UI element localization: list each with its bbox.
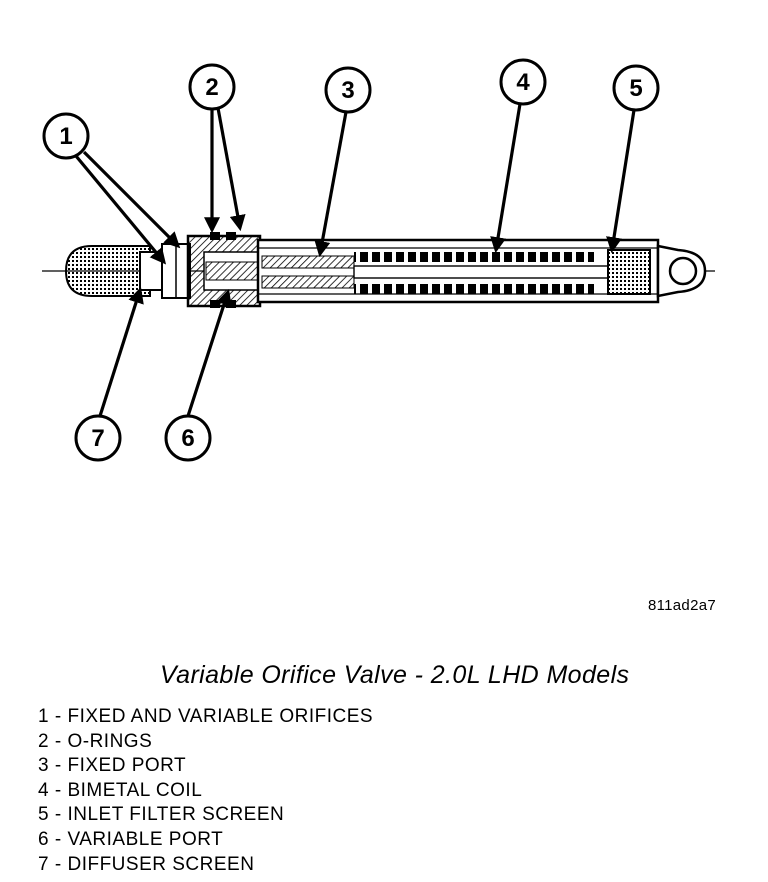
callout-7: 7 xyxy=(74,414,122,462)
callout-1: 1 xyxy=(42,112,90,160)
callout-4-number: 4 xyxy=(516,69,530,96)
callout-5-number: 5 xyxy=(629,75,642,102)
bimetal-coil-lower xyxy=(354,284,594,294)
legend-item: 5 - INLET FILTER SCREEN xyxy=(38,804,285,826)
legend-label: FIXED PORT xyxy=(67,755,187,777)
figure-code: 811ad2a7 xyxy=(647,597,716,614)
callout-2: 2 xyxy=(188,63,236,111)
callout-6-number: 6 xyxy=(181,425,194,452)
leader-3 xyxy=(314,111,348,258)
o-ring xyxy=(226,300,236,308)
valve-diagram: 1 2 3 4 5 6 7 xyxy=(42,58,715,462)
callouts: 1 2 3 4 5 6 7 xyxy=(42,58,660,462)
legend-label: DIFFUSER SCREEN xyxy=(67,853,255,875)
legend-item: 7 - DIFFUSER SCREEN xyxy=(38,853,255,875)
legend-number: 4 xyxy=(38,779,50,801)
legend-label: INLET FILTER SCREEN xyxy=(67,804,285,826)
leader-6 xyxy=(186,288,232,417)
variable-port-channel xyxy=(261,275,355,289)
valve-body xyxy=(64,232,707,308)
legend-label: BIMETAL COIL xyxy=(67,779,203,801)
legend-number: 6 xyxy=(38,828,50,850)
o-ring xyxy=(210,232,220,240)
o-ring xyxy=(226,232,236,240)
leader-5 xyxy=(606,109,636,254)
figure-caption: Variable Orifice Valve - 2.0L LHD Models xyxy=(160,661,630,689)
legend-label: VARIABLE PORT xyxy=(67,828,224,850)
callout-6: 6 xyxy=(164,414,212,462)
callout-2-number: 2 xyxy=(205,74,218,101)
legend-number: 5 xyxy=(38,804,50,826)
callout-3-number: 3 xyxy=(341,77,354,104)
legend-list: 1 - FIXED AND VARIABLE ORIFICES 2 - O-RI… xyxy=(38,705,373,877)
callout-3: 3 xyxy=(324,66,372,114)
leader-1a xyxy=(74,154,167,265)
callout-7-number: 7 xyxy=(91,425,104,452)
callout-5: 5 xyxy=(612,64,660,112)
legend-number: 1 xyxy=(38,706,50,727)
leader-4 xyxy=(490,103,522,254)
fixed-port-channel xyxy=(261,255,355,269)
legend-item: 2 - O-RINGS xyxy=(38,730,153,752)
legend-number: 3 xyxy=(38,755,50,777)
legend-item: 4 - BIMETAL COIL xyxy=(38,779,203,801)
legend-label: FIXED AND VARIABLE ORIFICES xyxy=(67,706,374,727)
legend-number: 2 xyxy=(38,730,50,752)
diffuser-end-cap xyxy=(64,245,151,297)
leader-2b xyxy=(216,107,246,232)
legend-item: 1 - FIXED AND VARIABLE ORIFICES xyxy=(38,706,374,727)
o-ring xyxy=(210,300,220,308)
callout-1-number: 1 xyxy=(59,123,72,150)
legend-number: 7 xyxy=(38,853,50,875)
legend-item: 3 - FIXED PORT xyxy=(38,755,187,777)
leader-lines xyxy=(74,103,636,417)
legend-label: O-RINGS xyxy=(67,730,153,752)
bimetal-coil-upper xyxy=(354,252,594,262)
inlet-filter-screen xyxy=(607,249,651,295)
legend-item: 6 - VARIABLE PORT xyxy=(38,828,224,850)
leader-1b xyxy=(82,150,181,249)
leader-7 xyxy=(98,286,144,417)
callout-4: 4 xyxy=(499,58,547,106)
